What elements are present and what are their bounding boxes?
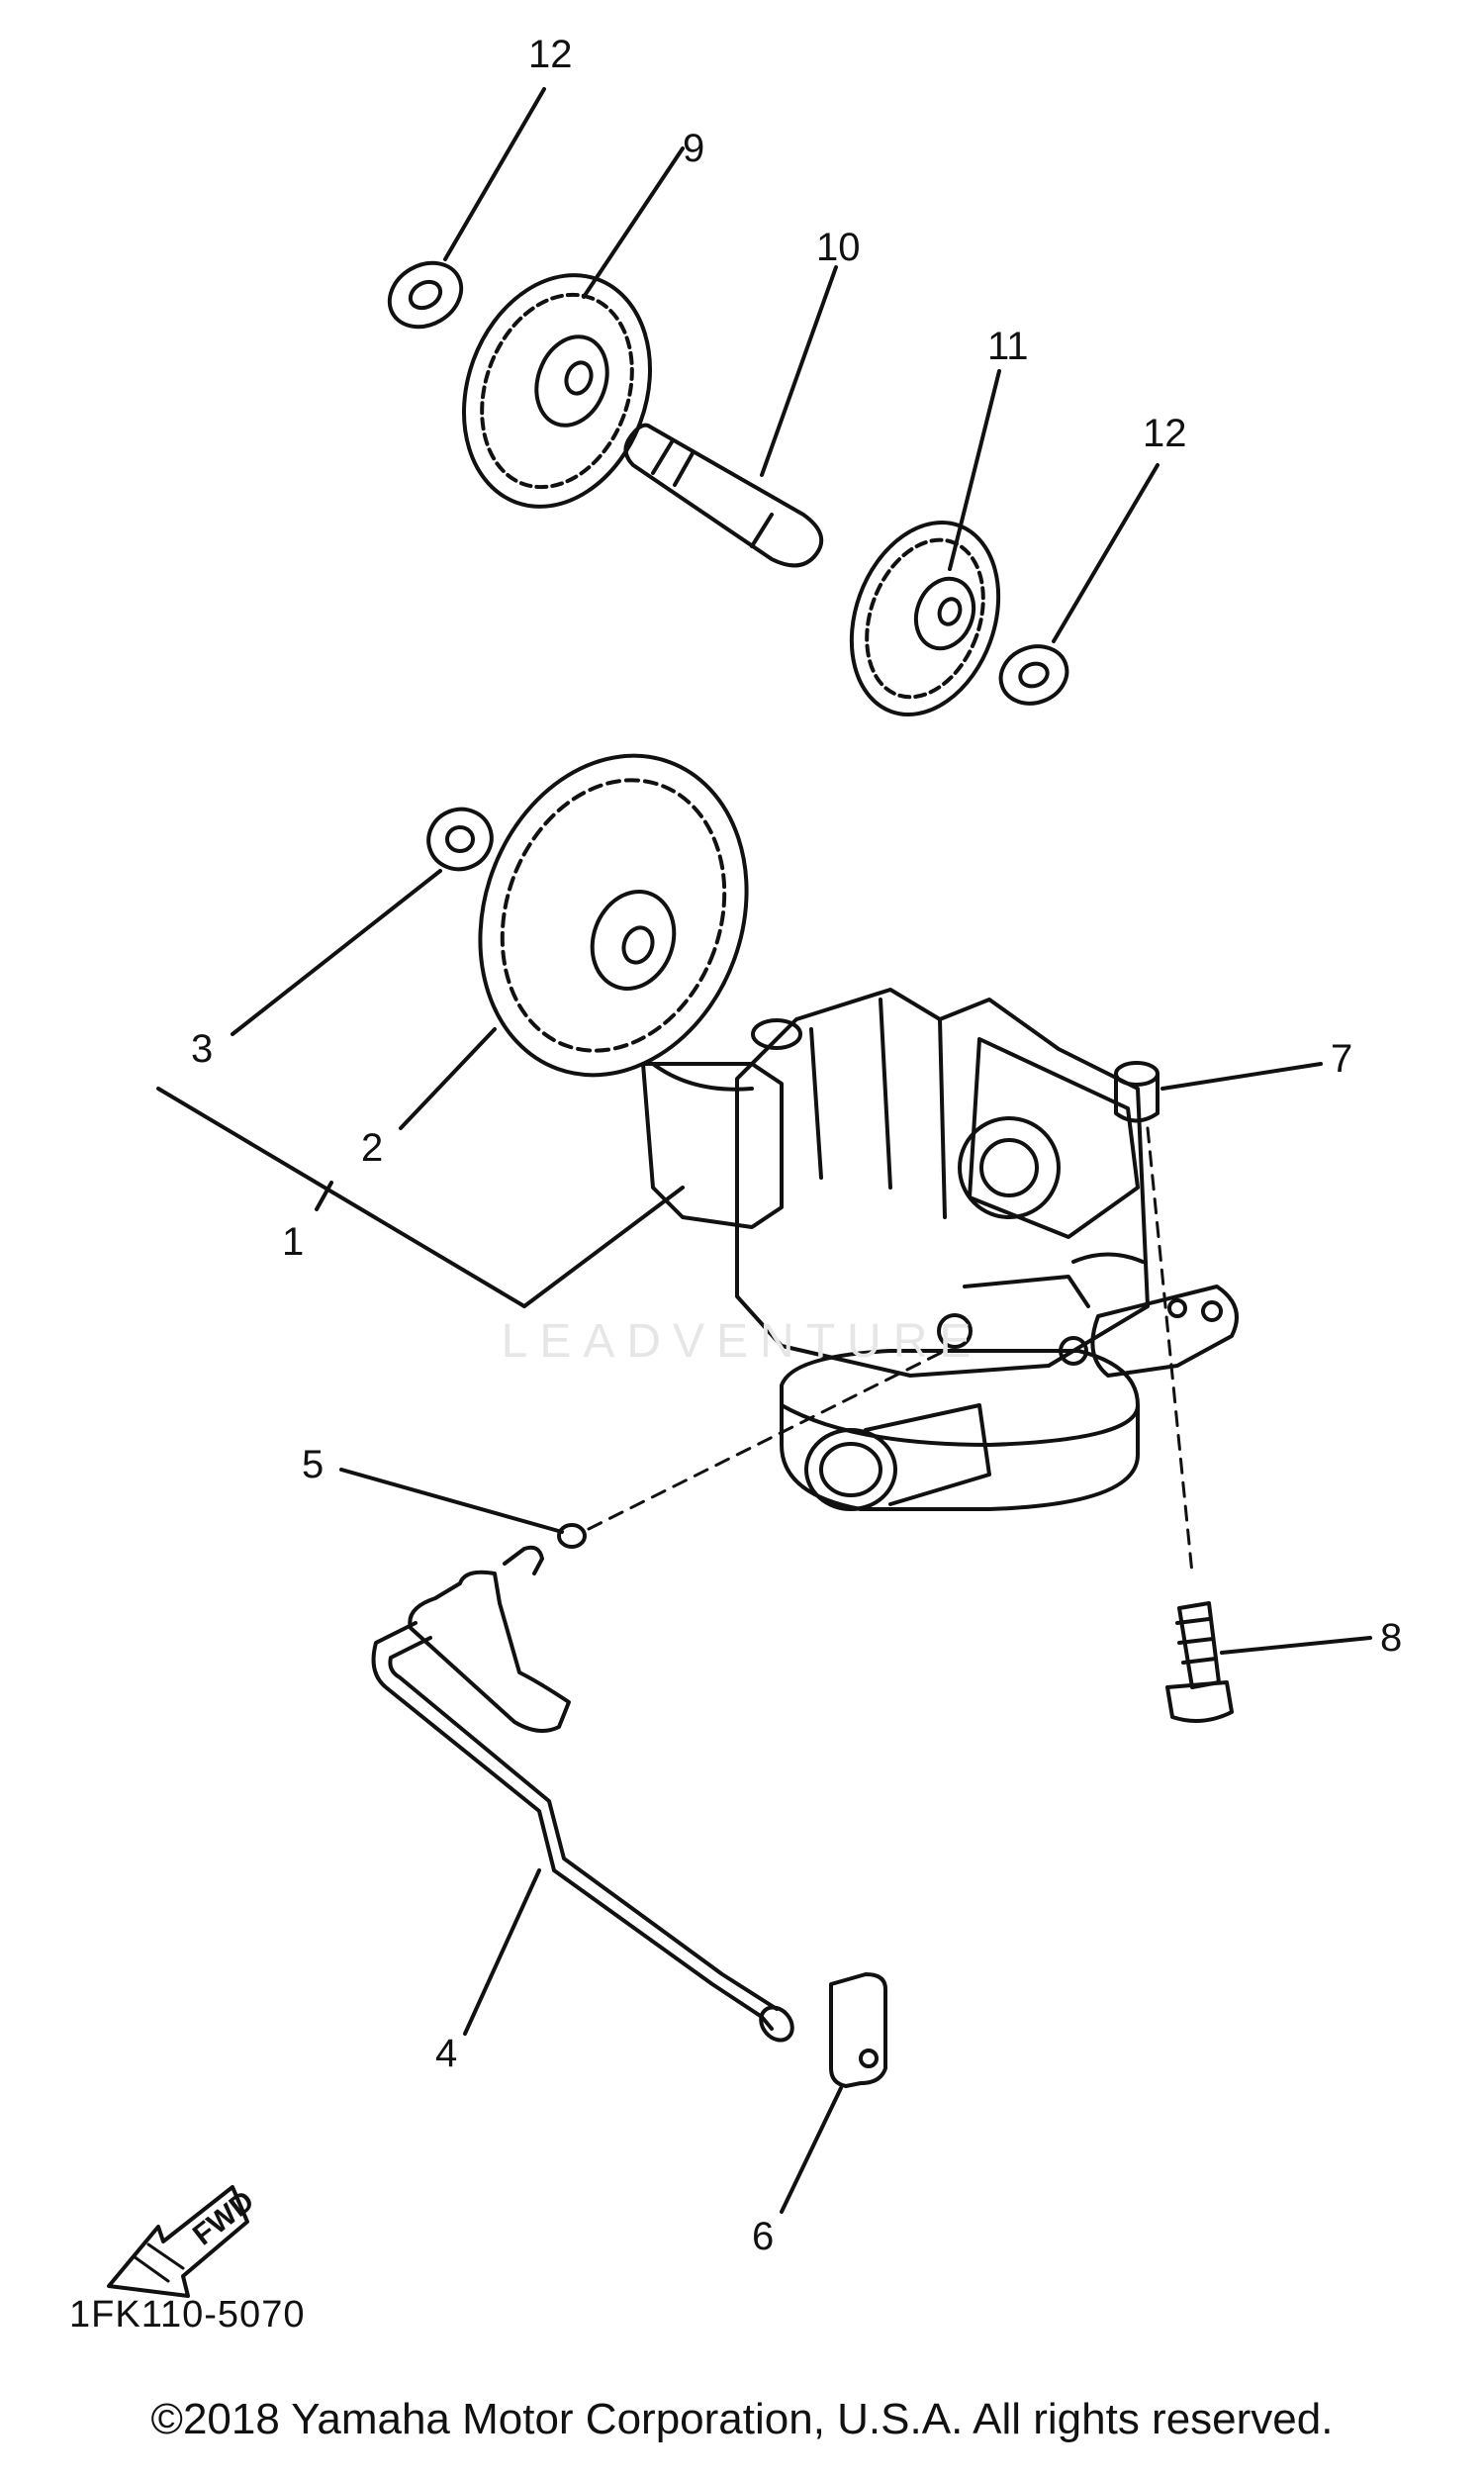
bracket-1 (156, 1087, 685, 1308)
large-gear-2-part[interactable] (436, 717, 789, 1112)
callout-10[interactable]: 10 (816, 226, 861, 269)
collar-7-part[interactable] (1114, 1061, 1159, 1123)
o-ring-5-part[interactable] (557, 1523, 587, 1549)
callout-12-top[interactable]: 12 (528, 33, 573, 76)
leader-line-7 (1160, 1062, 1323, 1091)
pump-lever-part[interactable] (937, 1285, 1239, 1378)
dash-line-7-8 (1146, 1126, 1194, 1575)
fwd-arrow-icon (107, 2185, 249, 2298)
circlip-3-part[interactable] (420, 801, 501, 878)
leader-line-8 (1220, 1636, 1372, 1655)
callout-6[interactable]: 6 (752, 2215, 775, 2258)
leader-line-4 (463, 1868, 541, 2036)
circlip-12-top-part[interactable] (378, 250, 473, 339)
callout-3[interactable]: 3 (191, 1027, 214, 1071)
diagram-code: 1FK110-5070 (69, 2294, 306, 2336)
gear-9-part[interactable] (432, 248, 681, 532)
callout-5[interactable]: 5 (302, 1443, 325, 1486)
leader-line-12b (1052, 463, 1159, 643)
leader-line-3 (231, 869, 442, 1036)
dash-line-5 (587, 1349, 947, 1531)
callout-12-right[interactable]: 12 (1143, 412, 1187, 455)
shaft-10-part[interactable] (623, 423, 824, 568)
callout-7[interactable]: 7 (1331, 1037, 1353, 1081)
watermark: LEADVENTURE (501, 1315, 983, 1368)
leader-line-11 (948, 369, 1001, 571)
lever-shaft-4-part[interactable] (371, 1545, 799, 2047)
callout-1[interactable]: 1 (282, 1220, 305, 1264)
leader-line-10 (760, 265, 838, 477)
circlip-12-right-part[interactable] (992, 637, 1074, 713)
callout-11[interactable]: 11 (987, 325, 1029, 368)
leader-line-2 (399, 1027, 497, 1130)
leader-line-6 (780, 2086, 843, 2214)
callout-2[interactable]: 2 (361, 1126, 384, 1170)
oil-pump-body-part[interactable] (641, 988, 1150, 1511)
gear-11-part[interactable] (826, 502, 1024, 735)
callout-8[interactable]: 8 (1380, 1616, 1403, 1660)
leader-line-9 (582, 146, 685, 299)
plate-6-part[interactable] (829, 1972, 887, 2088)
callout-4[interactable]: 4 (435, 2032, 458, 2075)
leader-line-12a (443, 87, 546, 261)
leader-line-5 (339, 1468, 564, 1534)
callout-9[interactable]: 9 (683, 127, 705, 170)
bolt-8-part[interactable] (1165, 1601, 1234, 1723)
copyright-notice: ©2018 Yamaha Motor Corporation, U.S.A. A… (150, 2395, 1334, 2443)
